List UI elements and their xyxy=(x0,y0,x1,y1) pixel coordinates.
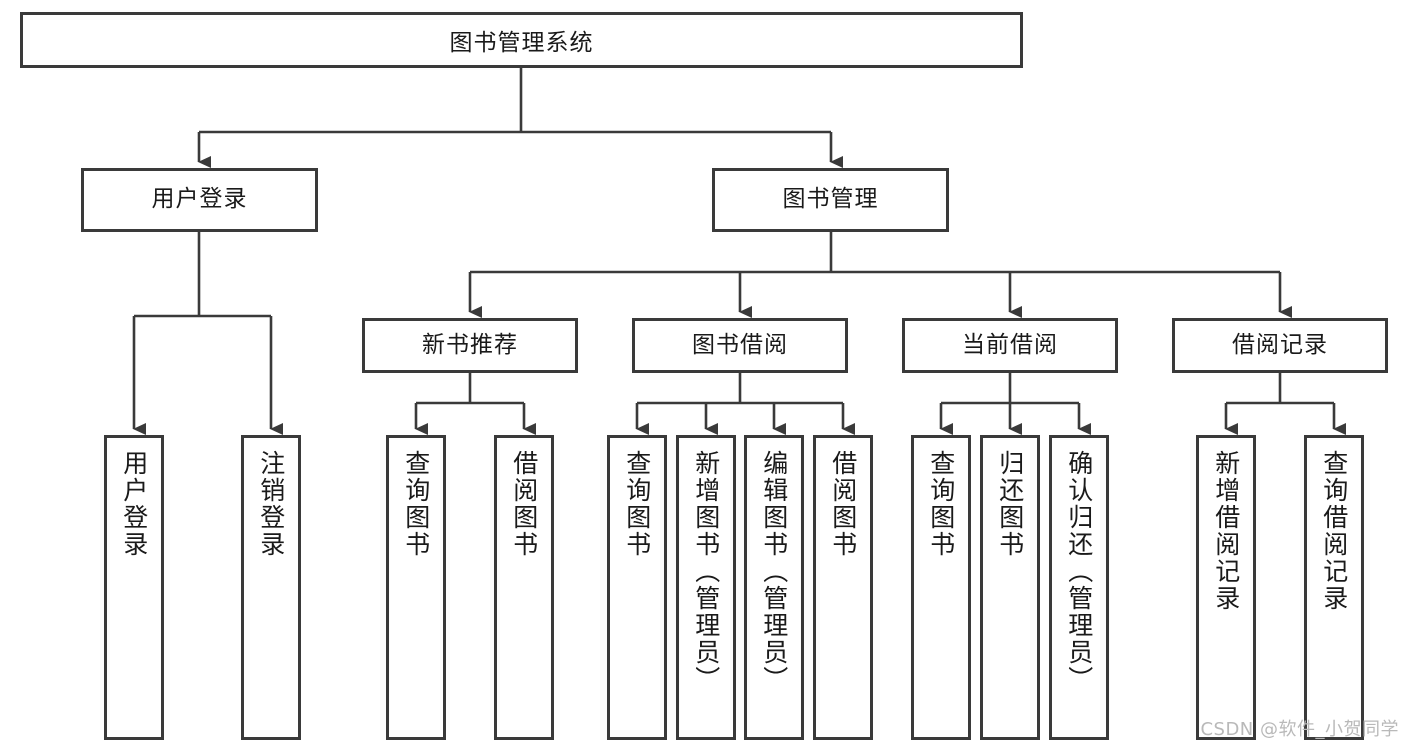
leaf-book-borrow-1[interactable]: 查询图书 xyxy=(607,435,667,740)
leaf-label: 新增借阅记录 xyxy=(1211,450,1241,612)
leaf-book-borrow-4[interactable]: 借阅图书 xyxy=(813,435,873,740)
leaf-label: 查询图书 xyxy=(926,450,956,558)
node-label: 图书管理系统 xyxy=(449,30,594,56)
node-label: 当前借阅 xyxy=(962,331,1058,358)
node-label: 用户登录 xyxy=(151,186,248,213)
leaf-new-book-rec-2[interactable]: 借阅图书 xyxy=(494,435,554,740)
node-book-borrow[interactable]: 图书借阅 xyxy=(632,318,848,373)
leaf-label: 借阅图书 xyxy=(509,450,539,558)
node-borrow-record[interactable]: 借阅记录 xyxy=(1172,318,1388,373)
leaf-label: 新增图书（管理员） xyxy=(691,450,721,693)
leaf-current-borrow-3[interactable]: 确认归还（管理员） xyxy=(1049,435,1109,740)
node-book-management-system[interactable]: 图书管理系统 xyxy=(20,12,1023,68)
leaf-label: 归还图书 xyxy=(995,450,1025,558)
leaf-borrow-record-2[interactable]: 查询借阅记录 xyxy=(1304,435,1364,740)
leaf-label: 用户登录 xyxy=(119,450,149,558)
leaf-current-borrow-1[interactable]: 查询图书 xyxy=(911,435,971,740)
leaf-current-borrow-2[interactable]: 归还图书 xyxy=(980,435,1040,740)
leaf-user-login-1[interactable]: 用户登录 xyxy=(104,435,164,740)
leaf-label: 编辑图书（管理员） xyxy=(759,450,789,693)
leaf-label: 借阅图书 xyxy=(828,450,858,558)
leaf-label: 查询图书 xyxy=(622,450,652,558)
leaf-label: 查询借阅记录 xyxy=(1319,450,1349,612)
leaf-book-borrow-3[interactable]: 编辑图书（管理员） xyxy=(744,435,804,740)
node-current-borrow[interactable]: 当前借阅 xyxy=(902,318,1118,373)
node-new-book-recommend[interactable]: 新书推荐 xyxy=(362,318,578,373)
node-user-login[interactable]: 用户登录 xyxy=(81,168,318,232)
leaf-user-login-2[interactable]: 注销登录 xyxy=(241,435,301,740)
leaf-new-book-rec-1[interactable]: 查询图书 xyxy=(386,435,446,740)
leaf-label: 注销登录 xyxy=(256,450,286,558)
node-label: 图书管理 xyxy=(782,186,879,213)
node-label: 图书借阅 xyxy=(692,331,788,358)
leaf-label: 确认归还（管理员） xyxy=(1064,450,1094,693)
node-label: 新书推荐 xyxy=(422,331,518,358)
leaf-book-borrow-2[interactable]: 新增图书（管理员） xyxy=(676,435,736,740)
node-label: 借阅记录 xyxy=(1232,331,1328,358)
watermark: CSDN @软件_小贺同学 xyxy=(1200,719,1399,740)
leaf-label: 查询图书 xyxy=(401,450,431,558)
node-book-management[interactable]: 图书管理 xyxy=(712,168,949,232)
leaf-borrow-record-1[interactable]: 新增借阅记录 xyxy=(1196,435,1256,740)
